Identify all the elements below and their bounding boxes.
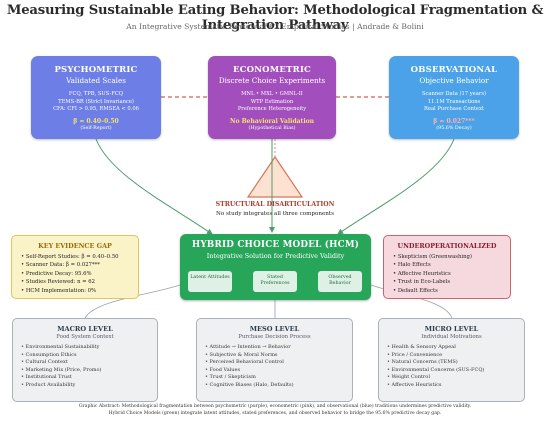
- macro-item: • Consumption Ethics: [21, 351, 77, 358]
- econometric-item: Preference Heterogeneity: [237, 106, 307, 113]
- meso-item: • Attitude → Intention → Behavior: [205, 344, 291, 350]
- key-gap-item: • Self-Report Studies: β = 0.40–0.50: [21, 254, 119, 260]
- figure-caption: Graphic Abstract: Methodological fragmen…: [0, 404, 550, 417]
- meso-item: • Cognitive Biases (Halo, Defaults): [205, 381, 294, 388]
- meso-item: • Perceived Behavioral Control: [205, 359, 284, 366]
- key-gap-item: • Scanner Data: β = 0.027***: [21, 262, 100, 269]
- hcm-subheading: Integrative Solution for Predictive Vali…: [206, 252, 345, 260]
- micro-item: • Environmental Concerns (SUS-FCQ): [387, 366, 485, 373]
- observational-heading: OBSERVATIONAL: [410, 65, 498, 75]
- psychometric-note: (Self-Report): [80, 125, 112, 131]
- macro-item: • Institutional Trust: [21, 374, 72, 381]
- meso-item: • Subjective & Moral Norms: [205, 351, 278, 358]
- meso-level-box: MESO LEVEL Purchase Decision Process • A…: [196, 318, 353, 402]
- psychometric-box: PSYCHOMETRIC Validated Scales FCQ, TPB, …: [31, 56, 161, 139]
- key-evidence-gap-heading: KEY EVIDENCE GAP: [38, 242, 112, 250]
- observational-highlight: β = 0.027***: [433, 117, 475, 125]
- micro-item: • Price / Convenience: [387, 351, 443, 358]
- page-title: Measuring Sustainable Eating Behavior: M…: [6, 3, 544, 33]
- micro-item: • Affective Heuristics: [387, 381, 442, 388]
- key-gap-item: • Studies Reviewed: n = 62: [21, 279, 96, 286]
- hcm-heading: HYBRID CHOICE MODEL (HCM): [191, 240, 360, 250]
- macro-item: • Cultural Context: [21, 359, 68, 366]
- pill-latent-attitudes: Latent Attitudes: [188, 271, 232, 292]
- econometric-item: WTP Estimation: [250, 98, 294, 105]
- macro-level-box: MACRO LEVEL Food System Context • Enviro…: [12, 318, 158, 402]
- macro-item: • Environmental Sustainability: [21, 344, 100, 350]
- observational-box: OBSERVATIONAL Objective Behavior Scanner…: [389, 56, 519, 139]
- psychometric-subheading: Validated Scales: [66, 76, 126, 85]
- macro-item: • Marketing Mix (Price, Promo): [21, 366, 102, 373]
- macro-heading: MACRO LEVEL: [57, 325, 113, 333]
- meso-subheading: Purchase Decision Process: [238, 334, 311, 340]
- underoperationalized-box: UNDEROPERATIONALIZED • Skepticism (Green…: [383, 235, 511, 299]
- micro-item: • Health & Sensory Appeal: [387, 344, 456, 350]
- caption-line: Hybrid Choice Models (green) integrate l…: [108, 410, 442, 416]
- macro-subheading: Food System Context: [56, 334, 114, 340]
- underop-item: • Skepticism (Greenwashing): [393, 254, 472, 260]
- econometric-subheading: Discrete Choice Experiments: [218, 76, 326, 85]
- observational-item: Real Purchase Context: [423, 106, 484, 113]
- econometric-note: (Hypothetical Bias): [248, 125, 296, 131]
- disarticulation-label: STRUCTURAL DISARTICULATION: [215, 201, 335, 208]
- psychometric-item: FCQ, TPB, SUS-FCQ: [68, 91, 124, 97]
- disarticulation-note: No study integrates all three components: [215, 211, 335, 217]
- pill-stated-preferences: Stated Preferences: [253, 271, 297, 292]
- econometric-item: MNL • MXL • GMNL-II: [241, 91, 303, 97]
- underop-item: • Trust in Eco-Labels: [393, 279, 451, 286]
- econometric-highlight: No Behavioral Validation: [230, 117, 314, 125]
- disarticulation-triangle: [246, 155, 304, 198]
- psychometric-heading: PSYCHOMETRIC: [54, 65, 138, 75]
- underop-item: • Halo Effects: [393, 262, 431, 269]
- psychometric-item: CFA: CFI > 0.95, RMSEA < 0.06: [53, 106, 139, 113]
- caption-line: Graphic Abstract: Methodological fragmen…: [78, 404, 472, 409]
- meso-heading: MESO LEVEL: [249, 325, 300, 333]
- page-subtitle: An Integrative Systematic Review of 62 E…: [126, 22, 424, 31]
- observational-note: (95.6% Decay): [436, 125, 472, 131]
- micro-item: • Weight Control: [387, 374, 430, 381]
- key-evidence-gap-box: KEY EVIDENCE GAP • Self-Report Studies: …: [11, 235, 139, 299]
- micro-level-box: MICRO LEVEL Individual Motivations • Hea…: [378, 318, 525, 402]
- observational-item: Scanner Data (17 years): [421, 91, 487, 97]
- key-gap-item: • HCM Implementation: 0%: [21, 287, 97, 294]
- psychometric-highlight: β ≈ 0.40–0.50: [73, 117, 119, 125]
- underop-item: • Affective Heuristics: [393, 270, 451, 277]
- underop-item: • Default Effects: [393, 287, 438, 294]
- micro-subheading: Individual Motivations: [421, 334, 482, 340]
- pill-observed-behavior: Observed Behavior: [318, 271, 362, 292]
- observational-subheading: Objective Behavior: [419, 76, 489, 85]
- psychometric-item: TEMS-BR (Strict Invariance): [58, 98, 134, 105]
- micro-heading: MICRO LEVEL: [424, 325, 479, 333]
- meso-item: • Food Values: [205, 366, 241, 373]
- econometric-box: ECONOMETRIC Discrete Choice Experiments …: [208, 56, 336, 139]
- meso-item: • Trust / Skepticism: [205, 374, 256, 381]
- econometric-heading: ECONOMETRIC: [232, 65, 312, 75]
- arrow-psychometric-to-hcm: [95, 138, 213, 235]
- observational-item: 11.1M Transactions: [427, 98, 481, 105]
- underoperationalized-heading: UNDEROPERATIONALIZED: [397, 242, 497, 250]
- key-gap-item: • Predictive Decay: 95.6%: [21, 270, 92, 277]
- micro-item: • Natural Concerns (TEMS): [387, 359, 458, 366]
- arrow-observational-to-hcm: [337, 138, 455, 235]
- macro-item: • Product Availability: [21, 381, 76, 388]
